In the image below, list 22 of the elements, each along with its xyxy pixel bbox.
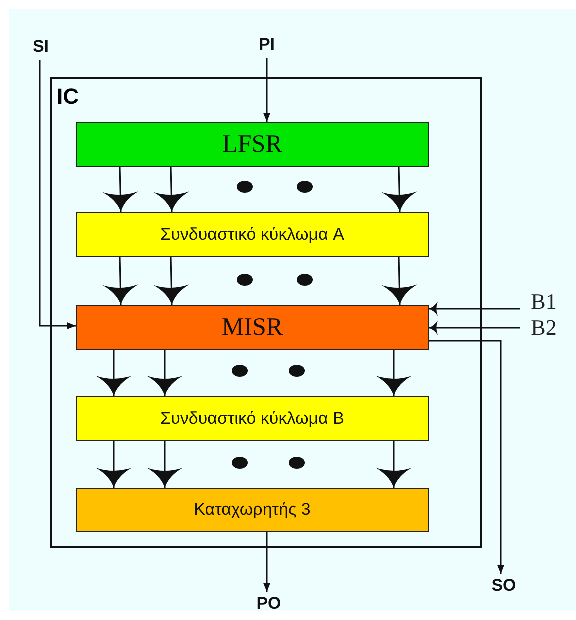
block-label: Συνδυαστικό κύκλωμα B	[160, 408, 344, 430]
arrow	[429, 340, 505, 574]
arrow	[263, 532, 271, 592]
block-label: Συνδυαστικό κύκλωμα A	[160, 224, 344, 246]
arrow	[39, 60, 76, 330]
chip-label: IC	[57, 83, 79, 111]
block-label: MISR	[222, 312, 284, 343]
circuit-block	[76, 396, 429, 441]
circuit-block	[76, 212, 429, 257]
arrow	[263, 58, 271, 122]
port-label: SO	[487, 574, 521, 598]
port-label: B1	[520, 288, 568, 314]
register-block	[76, 488, 429, 532]
port-label: PO	[251, 592, 287, 616]
port-label: SI	[26, 34, 56, 60]
block-label: Καταχωρητής 3	[194, 499, 311, 522]
register-block	[76, 122, 429, 167]
port-label: PI	[252, 32, 282, 58]
block-label: LFSR	[222, 130, 282, 160]
register-block	[76, 305, 429, 350]
port-label: B2	[520, 314, 568, 340]
chip-outline	[50, 77, 482, 548]
